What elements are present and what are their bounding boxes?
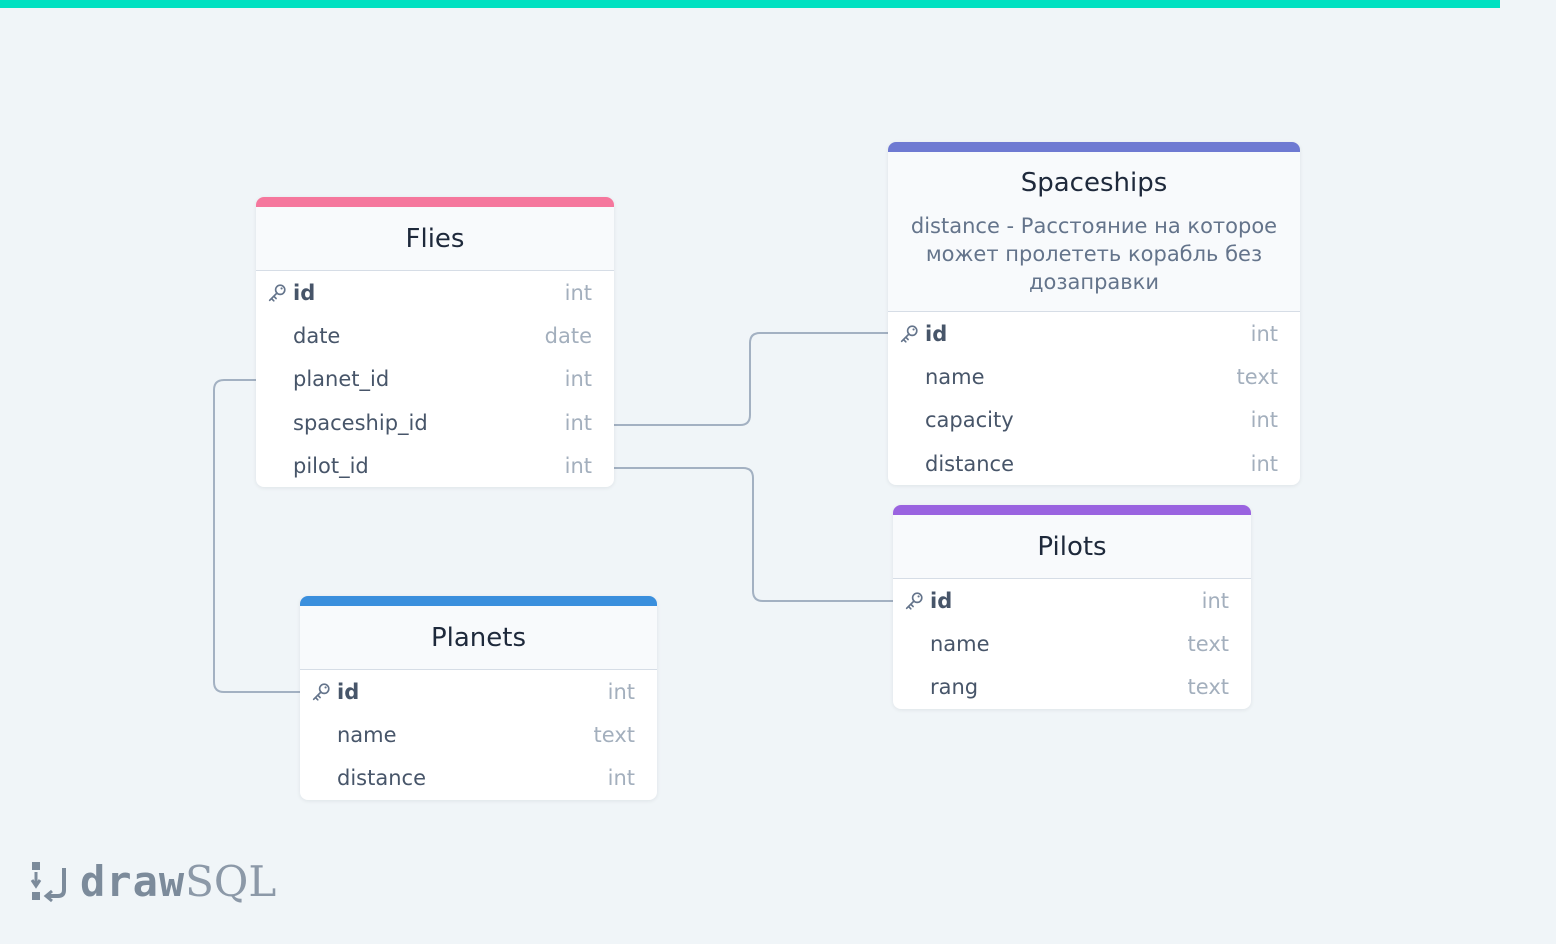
column-type: int: [607, 679, 635, 704]
column-row-name[interactable]: name text: [300, 713, 657, 756]
column-type: text: [1187, 631, 1229, 656]
table-color-bar: [893, 505, 1251, 515]
top-accent-strip: [0, 0, 1500, 8]
table-planets[interactable]: Planets id int name text distance int: [300, 596, 657, 800]
column-name: id: [337, 679, 360, 704]
table-header: Flies: [256, 207, 614, 271]
column-row-distance[interactable]: distance int: [888, 442, 1300, 485]
logo-text-sql: SQL: [185, 856, 277, 906]
logo-text-draw: draw: [80, 856, 186, 906]
primary-key-icon: [266, 282, 288, 304]
column-type: int: [1250, 451, 1278, 476]
column-name: name: [337, 722, 397, 747]
column-list: id int name text distance int: [300, 670, 657, 800]
column-row-id[interactable]: id int: [256, 271, 614, 314]
column-name: pilot_id: [293, 453, 369, 478]
column-type: int: [564, 367, 592, 392]
primary-key-icon: [898, 323, 920, 345]
column-row-pilot_id[interactable]: pilot_id int: [256, 444, 614, 487]
column-name: planet_id: [293, 367, 390, 392]
column-list: id int name text rang text: [893, 579, 1251, 709]
table-title: Planets: [430, 622, 527, 653]
column-name: date: [293, 323, 341, 348]
column-row-rang[interactable]: rang text: [893, 666, 1251, 709]
column-type: text: [593, 722, 635, 747]
relation-pilot-id[interactable]: [614, 467, 893, 602]
primary-key-icon: [903, 590, 925, 612]
column-type: int: [564, 410, 592, 435]
table-color-bar: [888, 142, 1300, 152]
column-type: int: [1201, 588, 1229, 613]
table-color-bar: [300, 596, 657, 606]
table-header: Spaceships distance - Расстояние на кото…: [888, 152, 1300, 312]
column-type: int: [564, 280, 592, 305]
column-name: distance: [337, 766, 426, 791]
column-row-spaceship_id[interactable]: spaceship_id int: [256, 401, 614, 444]
column-name: capacity: [925, 408, 1014, 433]
column-name: name: [925, 364, 985, 389]
column-type: int: [564, 453, 592, 478]
column-type: int: [607, 766, 635, 791]
column-list: id int name text capacity int distance int: [888, 312, 1300, 485]
column-row-id[interactable]: id int: [888, 312, 1300, 355]
table-title: Flies: [405, 223, 465, 254]
column-type: date: [544, 323, 592, 348]
column-row-name[interactable]: name text: [888, 355, 1300, 398]
relation-spaceship-id[interactable]: [614, 332, 888, 426]
column-name: id: [925, 321, 948, 346]
table-title: Spaceships: [1020, 167, 1168, 198]
column-type: text: [1236, 364, 1278, 389]
column-type: text: [1187, 675, 1229, 700]
table-note: distance - Расстояние на которое может п…: [910, 213, 1278, 294]
column-name: spaceship_id: [293, 410, 428, 435]
column-row-date[interactable]: date date: [256, 314, 614, 357]
table-color-bar: [256, 197, 614, 207]
column-row-distance[interactable]: distance int: [300, 757, 657, 800]
column-name: id: [930, 588, 953, 613]
column-name: id: [293, 280, 316, 305]
column-name: name: [930, 631, 990, 656]
table-title: Pilots: [1037, 531, 1107, 562]
column-row-planet_id[interactable]: planet_id int: [256, 358, 614, 401]
column-row-id[interactable]: id int: [893, 579, 1251, 622]
primary-key-icon: [310, 681, 332, 703]
column-name: distance: [925, 451, 1014, 476]
table-spaceships[interactable]: Spaceships distance - Расстояние на кото…: [888, 142, 1300, 486]
column-row-capacity[interactable]: capacity int: [888, 399, 1300, 442]
table-header: Planets: [300, 606, 657, 670]
drawsql-logo-icon: [30, 862, 66, 903]
table-header: Pilots: [893, 515, 1251, 579]
column-row-name[interactable]: name text: [893, 622, 1251, 665]
drawsql-logo: draw SQL: [30, 856, 276, 906]
column-type: int: [1250, 408, 1278, 433]
column-type: int: [1250, 321, 1278, 346]
column-name: rang: [930, 675, 979, 700]
table-pilots[interactable]: Pilots id int name text rang text: [893, 505, 1251, 709]
column-row-id[interactable]: id int: [300, 670, 657, 713]
